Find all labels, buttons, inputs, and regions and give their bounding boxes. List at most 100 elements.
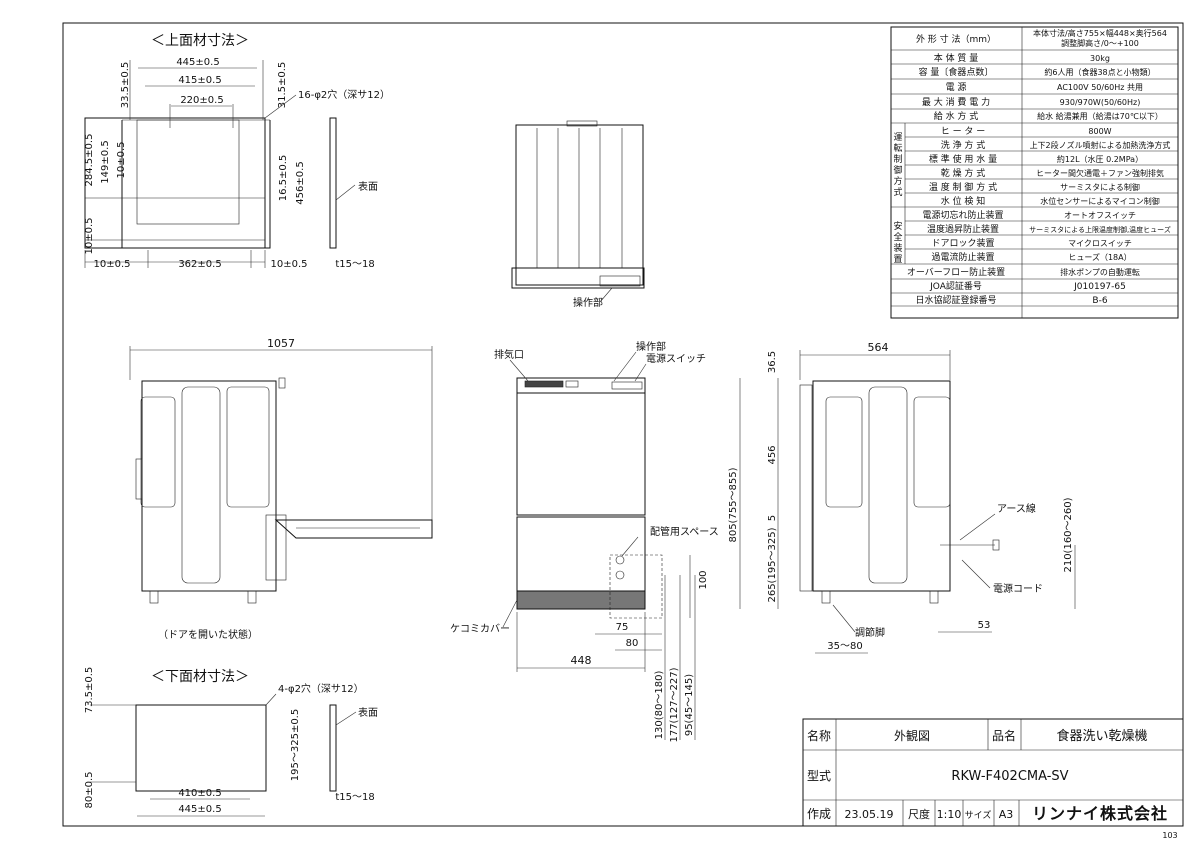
spec-value: 930/970W(50/60Hz): [1060, 98, 1141, 107]
door-open-view: 1057 （ドアを開いた状態）: [129, 337, 433, 641]
sheet-border: [62, 22, 1184, 827]
title-product-label: 品名: [992, 728, 1016, 743]
spec-label: 乾 燥 方 式: [941, 167, 986, 179]
dim-label: 195～325±0.5: [290, 709, 301, 781]
dim-label: 95(45～145): [684, 674, 695, 736]
side-view: 564 36.5 456 5 265(195～325) 210(160～260)…: [767, 341, 1076, 654]
spec-value-dimensions: 本体寸法/高さ755×幅448×奥行564: [1033, 28, 1167, 38]
spec-value: B-6: [1092, 296, 1107, 306]
top-view-product: 操作部: [511, 120, 645, 309]
spec-value: ヒューズ（18A）: [1068, 252, 1131, 262]
title-made-label: 作成: [807, 807, 831, 821]
power-switch-label: 電源スイッチ: [646, 352, 706, 365]
pipe-space-label: 配管用スペース: [650, 525, 719, 538]
spec-label: 給 水 方 式: [934, 110, 979, 122]
spec-table: 外 形 寸 法（mm） 本体寸法/高さ755×幅448×奥行564 調整脚高さ/…: [890, 26, 1179, 319]
spec-label: 水 位 検 知: [941, 195, 986, 207]
dim-label: 445±0.5: [176, 57, 219, 68]
spec-label: JOA認証番号: [929, 280, 982, 292]
spec-value: AC100V 50/60Hz 共用: [1057, 83, 1143, 92]
dim-label: 16-φ2穴（深サ12）: [298, 88, 390, 101]
spec-label: 最 大 消 費 電 力: [922, 96, 990, 108]
spec-label: オーバーフロー防止装置: [907, 266, 1005, 278]
spec-value: 800W: [1088, 127, 1111, 136]
dim-label: 100: [698, 570, 709, 589]
spec-label: 電源切忘れ防止装置: [922, 209, 1003, 221]
power-cord-label: 電源コード: [993, 582, 1043, 595]
spec-label: 温 度 制 御 方 式: [929, 181, 997, 193]
title-block: 名称 外観図 品名 食器洗い乾燥機 型式 RKW-F402CMA-SV 作成 2…: [802, 718, 1184, 840]
title-scale-label: 尺度: [908, 807, 930, 821]
dim-label: 445±0.5: [178, 804, 221, 815]
group-label-operation: 運転制御方式: [893, 132, 902, 198]
spec-label: 標 準 使 用 水 量: [929, 153, 997, 165]
title-name-value: 外観図: [894, 729, 930, 743]
dim-label: 448: [571, 654, 592, 667]
dim-label: 564: [868, 341, 889, 354]
dim-label: 265(195～325): [767, 527, 778, 602]
exhaust-label: 排気口: [494, 348, 524, 361]
front-view: 排気口 操作部 電源スイッチ 配管用スペース ケコミカバー 448 75 80 …: [450, 340, 741, 743]
spec-value: ヒーター間欠通電＋ファン強制排気: [1036, 168, 1164, 178]
dim-label: t15～18: [335, 259, 374, 270]
dim-label: 456: [767, 445, 778, 464]
dim-label: t15～18: [335, 792, 374, 803]
spec-value: マイクロスイッチ: [1068, 239, 1132, 248]
dim-label: 表面: [358, 180, 378, 193]
group-label-safety: 安全装置: [893, 220, 902, 265]
spec-label: 電 源: [946, 82, 967, 93]
dim-label: 177(127～227): [669, 667, 680, 742]
dim-label: 80±0.5: [84, 771, 95, 808]
spec-label: ドアロック装置: [931, 237, 994, 249]
title-product-value: 食器洗い乾燥機: [1056, 728, 1147, 744]
spec-label: 本 体 質 量: [934, 52, 979, 64]
title-made-value: 23.05.19: [845, 808, 894, 821]
spec-value: 30kg: [1090, 54, 1110, 63]
bottom-cutout-title: ＜下面材寸法＞: [151, 669, 249, 685]
spec-label: ヒ ー タ ー: [941, 126, 986, 137]
earth-wire-label: アース線: [997, 502, 1036, 515]
company-name: リンナイ株式会社: [1032, 804, 1168, 823]
dim-label: 284.5±0.5: [84, 134, 95, 187]
op-part-label: 操作部: [636, 340, 666, 353]
adjust-foot-label: 調節脚: [855, 626, 885, 639]
dim-label: 210(160～260): [1063, 497, 1074, 572]
spec-label: 洗 浄 方 式: [941, 139, 986, 151]
dim-label: 5: [767, 515, 778, 521]
dim-label: 10±0.5: [93, 259, 130, 270]
dim-label: 410±0.5: [178, 788, 221, 799]
dim-label: 表面: [358, 706, 378, 719]
spec-value-dimensions-line2: 調整脚高さ/0～+100: [1061, 38, 1139, 48]
dim-label: 36.5: [767, 351, 778, 373]
dim-label: 33.5±0.5: [120, 62, 131, 109]
spec-value: 上下2段ノズル噴射による加熱洗浄方式: [1030, 140, 1171, 150]
top-cutout-title: ＜上面材寸法＞: [151, 33, 249, 49]
title-scale-value: 1:10: [937, 808, 962, 821]
dim-label: 35～80: [827, 641, 862, 652]
title-size-label: サイズ: [965, 809, 992, 821]
spec-value: 約12L（水圧 0.2MPa）: [1057, 154, 1143, 164]
spec-label: 温度過昇防止装置: [927, 223, 999, 235]
dim-label: 75: [616, 622, 629, 633]
spec-value: 給水 給湯兼用（給湯は70℃以下）: [1037, 111, 1163, 121]
dim-label: 53: [978, 620, 991, 631]
dim-label: 31.5±0.5: [277, 62, 288, 109]
spec-label: 過電流防止装置: [931, 251, 994, 263]
spec-value: サーミスタによる上限温度制御,温度ヒューズ: [1029, 225, 1171, 234]
title-name-label: 名称: [807, 728, 831, 743]
title-model-label: 型式: [807, 769, 831, 783]
door-open-caption: （ドアを開いた状態）: [158, 628, 258, 641]
dim-label: 220±0.5: [180, 95, 223, 106]
dim-label: 10±0.5: [116, 141, 127, 178]
kick-cover-label: ケコミカバー: [450, 623, 510, 635]
op-part-label: 操作部: [573, 296, 603, 309]
title-model-value: RKW-F402CMA-SV: [951, 769, 1068, 784]
spec-value: 約6人用（食器38点と小物類）: [1044, 67, 1155, 77]
dim-label: 80: [626, 638, 639, 649]
spec-value: 排水ポンプの自動運転: [1060, 267, 1140, 277]
top-cutout-drawing: ＜上面材寸法＞ 445±0.5 415±0.5 220±0.5 33.5±0.5…: [84, 33, 390, 270]
dim-label: 149±0.5: [100, 140, 111, 183]
spec-label: 日水協認証登録番号: [915, 294, 996, 306]
spec-value: J010197-65: [1073, 282, 1126, 292]
dim-label: 73.5±0.5: [84, 667, 95, 714]
